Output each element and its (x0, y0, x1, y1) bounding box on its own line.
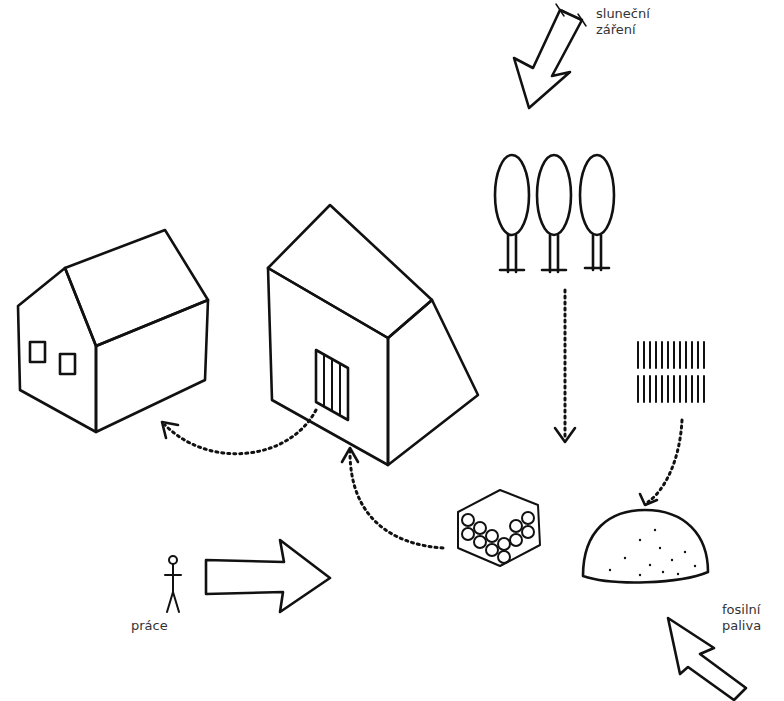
fossil-label: fosilní paliva (722, 602, 761, 635)
work-label: práce (131, 618, 168, 634)
barn (268, 205, 478, 465)
sun-arrow (514, 10, 582, 108)
coal-mound (583, 510, 708, 582)
log-pile (458, 490, 540, 566)
sun-label: sluneční záření (596, 6, 650, 39)
tick (562, 10, 580, 20)
house (18, 230, 208, 432)
fossil-strata (638, 342, 704, 402)
trees (495, 155, 614, 272)
flow-dotted (165, 290, 682, 548)
worker (165, 556, 181, 612)
dotted-heads (162, 422, 657, 505)
work-arrow (206, 540, 330, 612)
